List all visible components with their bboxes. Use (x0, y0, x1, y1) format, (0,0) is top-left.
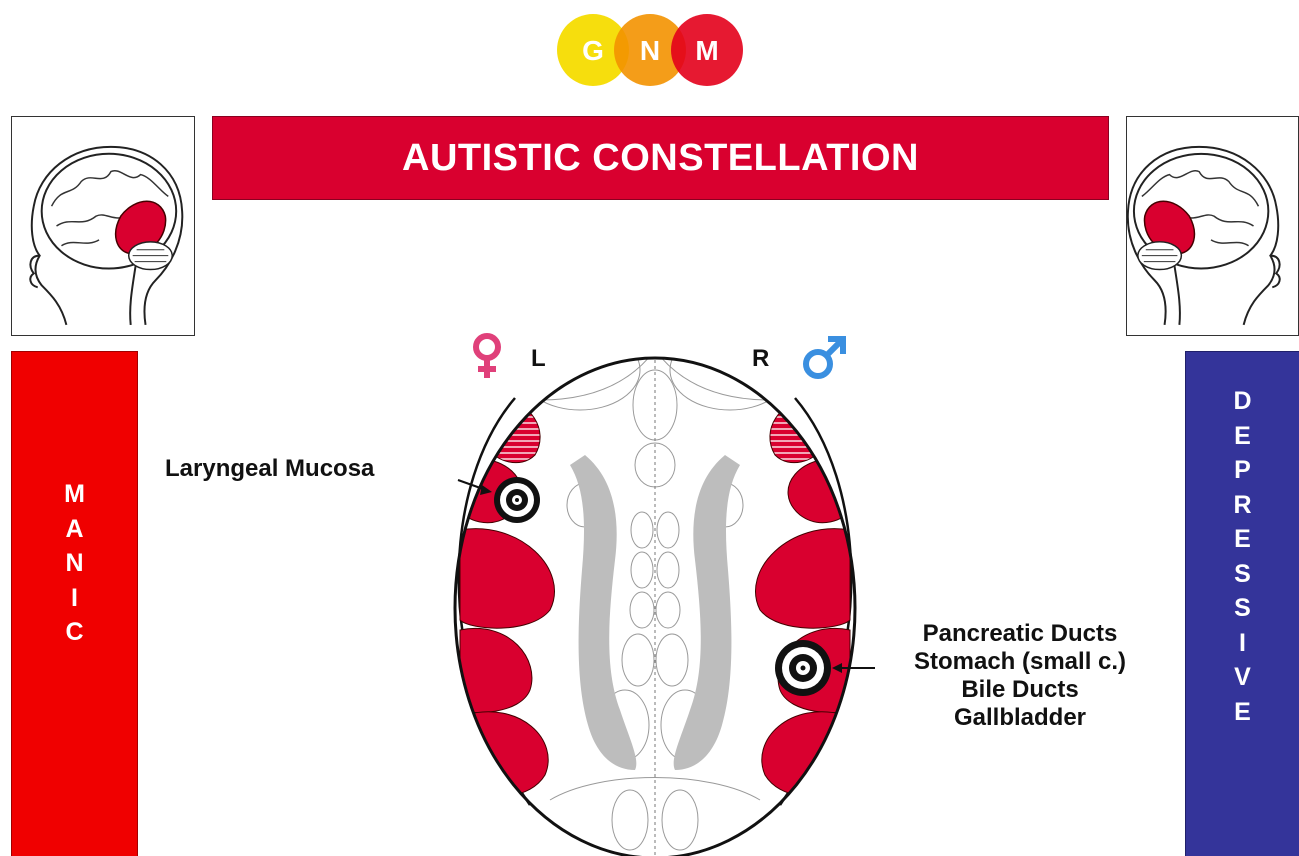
organ-label: Pancreatic Ducts (875, 620, 1165, 648)
manic-letter: A (65, 512, 83, 547)
title-banner: AUTISTIC CONSTELLATION (212, 116, 1109, 200)
depressive-letter: I (1239, 626, 1246, 661)
manic-letter: M (64, 477, 85, 512)
manic-letter: N (65, 546, 83, 581)
depressive-letter: D (1233, 384, 1251, 419)
brain-head-right-icon (1127, 117, 1298, 335)
depressive-letter: E (1234, 419, 1251, 454)
banner-title: AUTISTIC CONSTELLATION (402, 137, 919, 180)
depressive-letter: S (1234, 591, 1251, 626)
brain-relay-diagram (420, 330, 890, 856)
target-left-icon (494, 477, 540, 523)
laryngeal-mucosa-label: Laryngeal Mucosa (165, 455, 374, 483)
depressive-letter: P (1234, 453, 1251, 488)
depressive-label: D E P R E S S I V E (1233, 384, 1251, 856)
logo-letter-g: G (582, 35, 604, 66)
depressive-bar: D E P R E S S I V E (1185, 351, 1299, 856)
logo-letter-n: N (640, 35, 660, 66)
organ-label: Gallbladder (875, 704, 1165, 732)
organ-label: Stomach (small c.) (875, 648, 1165, 676)
manic-letter: C (65, 615, 83, 650)
brain-head-left-icon (12, 117, 194, 335)
depressive-letter: R (1233, 488, 1251, 523)
depressive-letter: V (1234, 660, 1251, 695)
depressive-letter: E (1234, 522, 1251, 557)
manic-letter: I (71, 581, 78, 616)
manic-label: M A N I C (64, 477, 85, 856)
manic-bar: M A N I C (11, 351, 138, 856)
logo-letter-m: M (695, 35, 718, 66)
head-illustration-right (1126, 116, 1299, 336)
organ-labels: Pancreatic Ducts Stomach (small c.) Bile… (875, 620, 1165, 732)
target-right-icon (775, 640, 831, 696)
depressive-letter: E (1234, 695, 1251, 730)
head-illustration-left (11, 116, 195, 336)
organ-label: Bile Ducts (875, 676, 1165, 704)
gnm-logo: G N M (555, 10, 750, 90)
depressive-letter: S (1234, 557, 1251, 592)
